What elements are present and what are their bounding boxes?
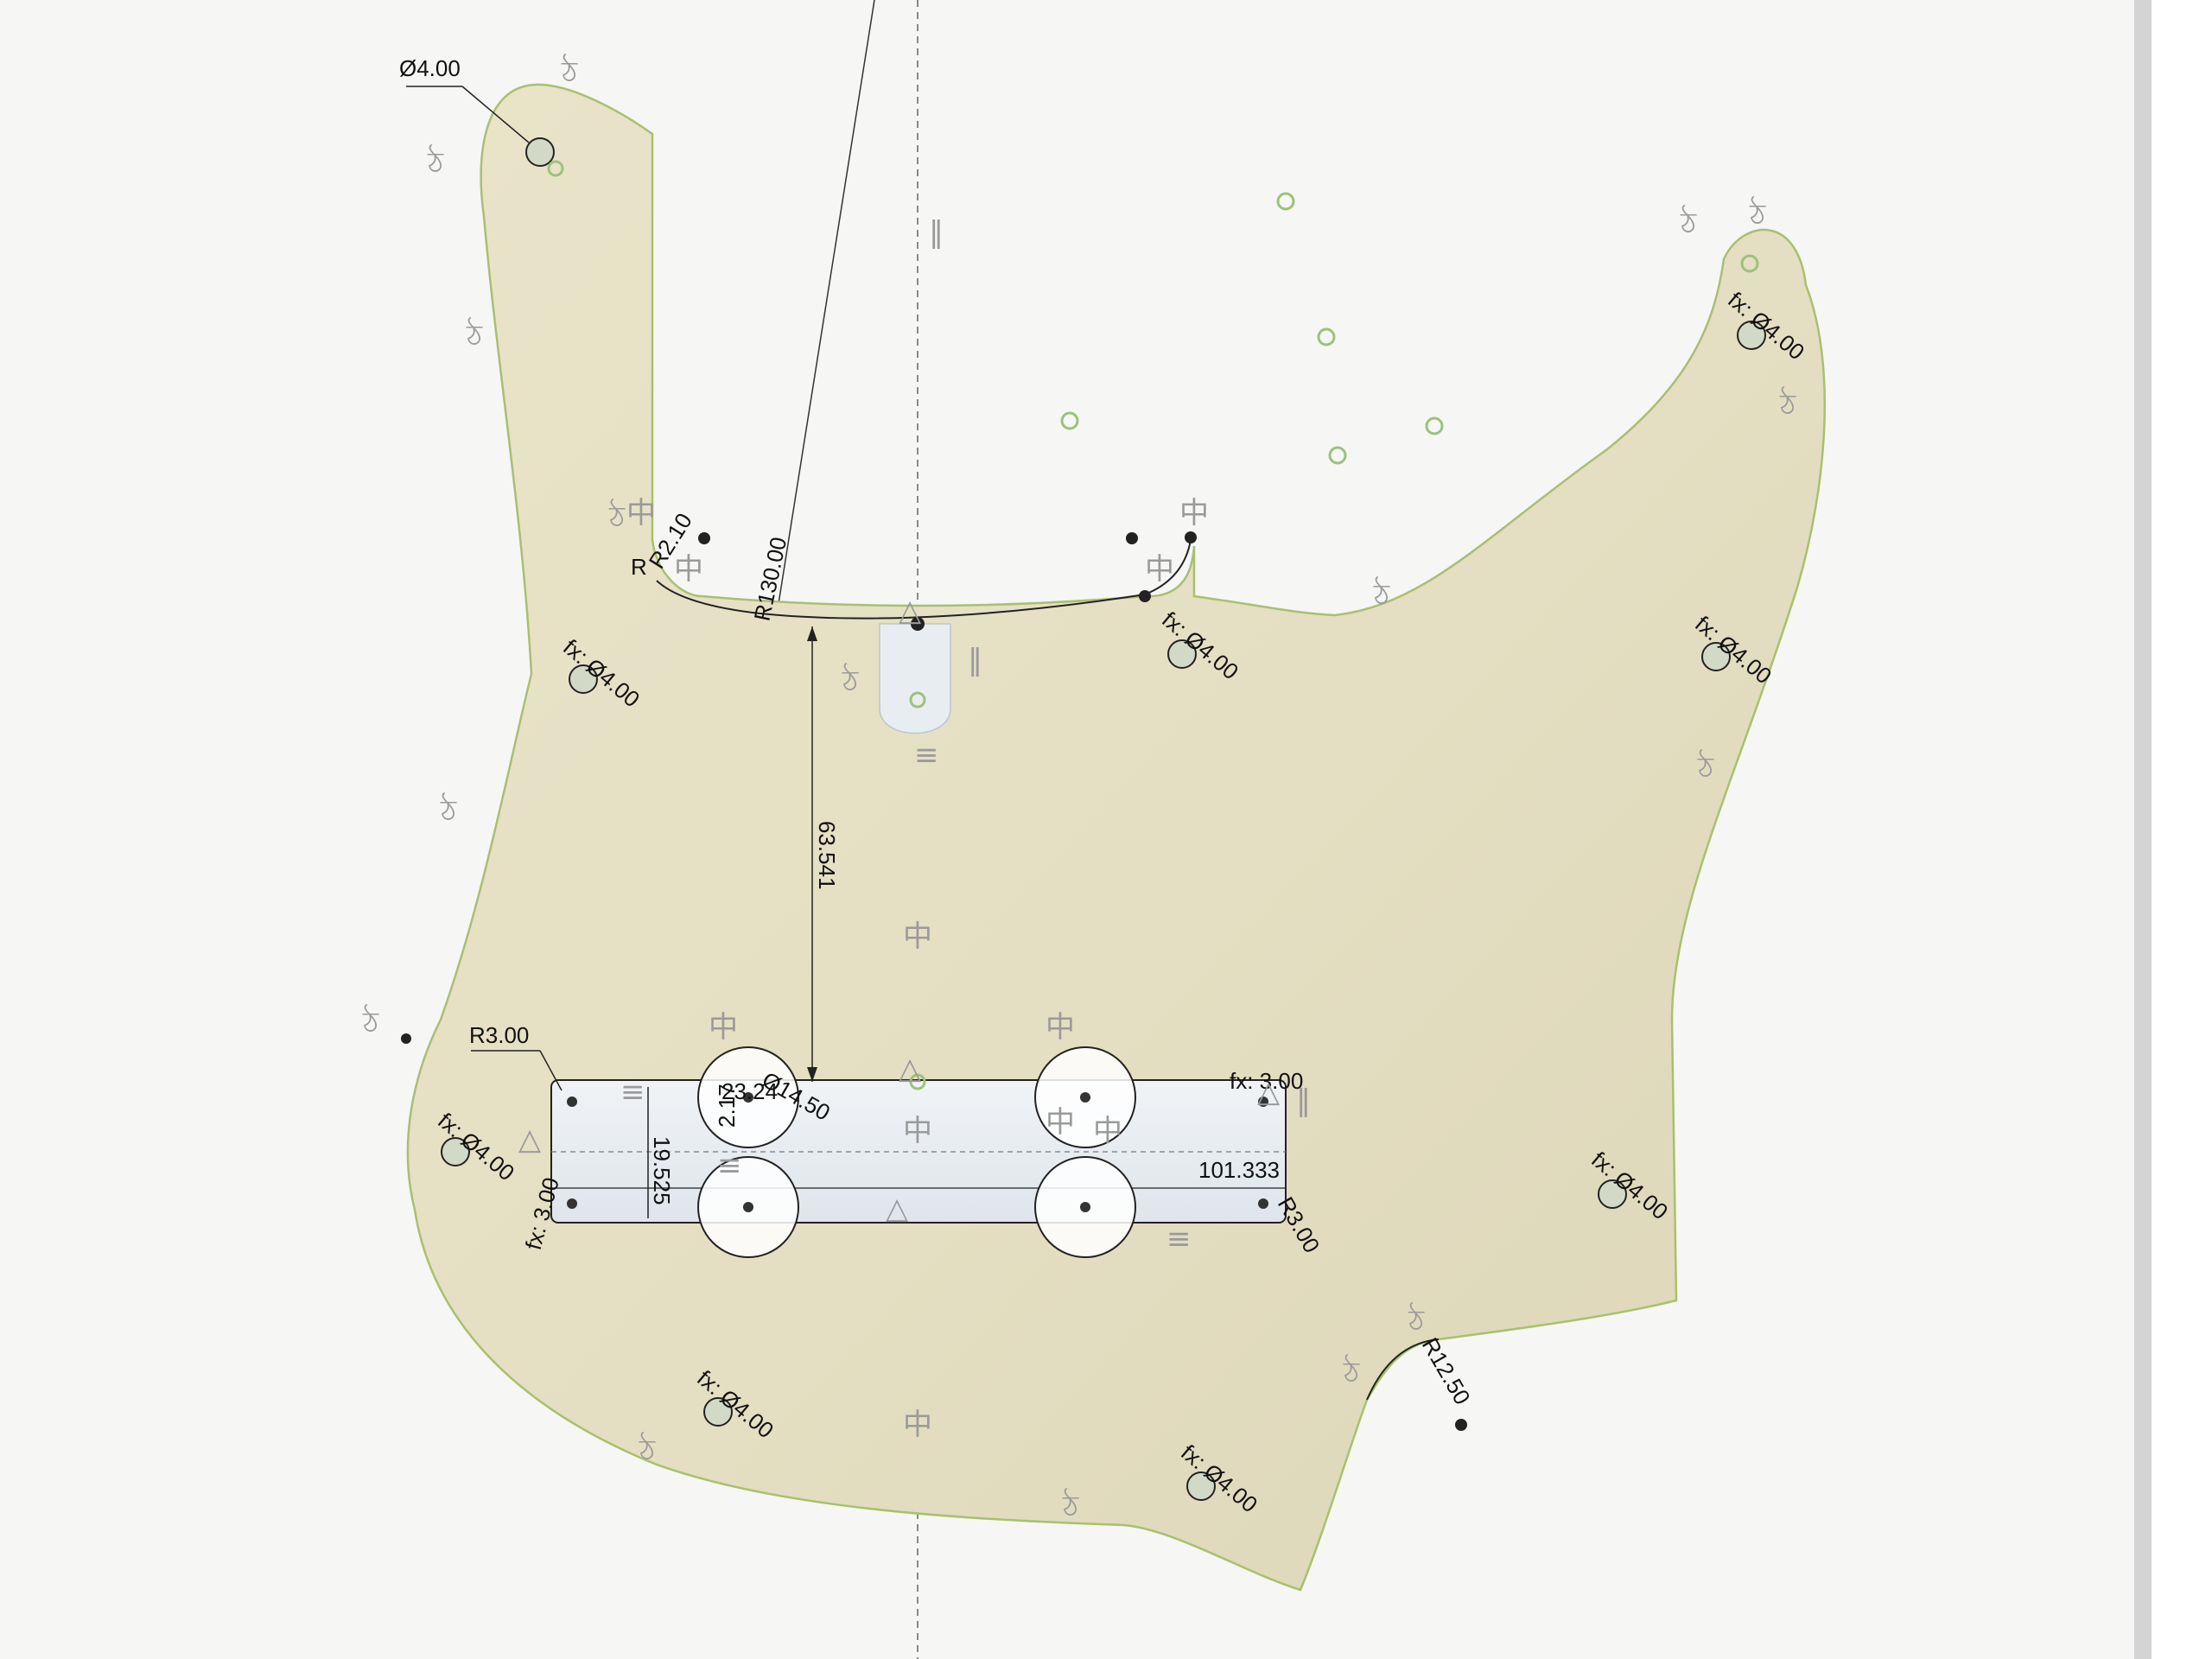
dim-vertical-span[interactable]: 63.541 [814, 821, 840, 890]
midpoint-constraint-icon[interactable]: 中 [1179, 496, 1209, 531]
page-margin [2152, 0, 2212, 1659]
sketch-points [401, 531, 1467, 1431]
parallel-constraint-icon[interactable]: ‖ [1296, 1084, 1311, 1118]
equal-constraint-icon[interactable]: △ [518, 1122, 542, 1157]
slot-corner-point-1 [567, 1096, 577, 1107]
dim-r-prefix[interactable]: R [631, 554, 647, 580]
dim-corner-tl[interactable]: R3.00 [469, 1022, 529, 1048]
midpoint-constraint-icon[interactable]: 中 [1145, 552, 1174, 587]
hole-3[interactable] [1167, 639, 1197, 669]
midpoint-constraint-icon[interactable]: 中 [709, 1010, 738, 1045]
page-edge-shadow [2134, 0, 2152, 1659]
pole-center-4 [1080, 1202, 1090, 1212]
slot-corner-point-3 [1258, 1096, 1268, 1107]
equal-constraint-icon[interactable]: △ [899, 1052, 922, 1086]
radius-leader-line [777, 0, 875, 610]
dim-arrow-bottom [807, 1067, 817, 1082]
hole-4[interactable] [1737, 321, 1766, 350]
constraint-glyphs: ঠ ঠ ঠ ঠ ঠ ঠ ঠ ঠ ঠ ঠ ঠ ঠ ঠ ঠ ঠ ঠ 中 中 中 中 … [362, 54, 1796, 1524]
tangent-constraint-icon[interactable]: ঠ [561, 54, 578, 90]
slot-corner-point-2 [567, 1198, 577, 1209]
dim-hole-top[interactable]: Ø4.00 [399, 55, 461, 81]
tangent-constraint-icon[interactable]: ঠ [362, 1004, 379, 1040]
hole-9[interactable] [1186, 1471, 1216, 1501]
dim-bottom-radius[interactable]: R12.50 [1417, 1333, 1476, 1409]
neck-notch[interactable] [879, 623, 951, 734]
mounting-holes [441, 137, 1766, 1501]
dim-pole-offset[interactable]: 23.24 [721, 1078, 778, 1104]
dim-arrow-top [807, 626, 817, 641]
slot-corner-point-4 [1258, 1198, 1268, 1209]
pole-center-1 [743, 1092, 753, 1103]
tangent-constraint-icon[interactable]: ঠ [1373, 576, 1390, 613]
horizontal-constraint-icon[interactable]: ≡ [1166, 1222, 1192, 1256]
tangent-constraint-icon[interactable]: ঠ [639, 1432, 656, 1468]
dim-slot-width[interactable]: 101.333 [1198, 1157, 1280, 1183]
tangent-constraint-icon[interactable]: ঠ [427, 144, 444, 181]
tangent-constraint-icon[interactable]: ঠ [842, 663, 859, 699]
equal-constraint-icon[interactable]: △ [1257, 1075, 1281, 1109]
equal-constraint-icon[interactable]: △ [899, 594, 922, 628]
tangent-constraint-icon[interactable]: ঠ [1749, 196, 1766, 232]
pickguard-plate[interactable] [406, 83, 1826, 1592]
construction-points [547, 160, 1759, 1090]
tangent-constraint-icon[interactable]: ঠ [608, 499, 626, 535]
dim-slot-height[interactable]: 19.525 [649, 1136, 675, 1205]
horizontal-constraint-icon[interactable]: ≡ [914, 738, 939, 772]
tangent-constraint-icon[interactable]: ঠ [1697, 749, 1714, 785]
parallel-constraint-icon[interactable]: ‖ [968, 643, 982, 677]
dim-pole-small[interactable]: 2.17 [714, 1084, 740, 1128]
tangent-constraint-icon[interactable]: ঠ [1408, 1302, 1425, 1338]
r12-arc [1366, 1338, 1440, 1401]
hole-2[interactable] [569, 664, 598, 694]
midpoint-constraint-icon[interactable]: 中 [903, 919, 932, 954]
midpoint-constraint-icon[interactable]: 中 [1046, 1105, 1075, 1140]
tangent-constraint-icon[interactable]: ঠ [1680, 205, 1697, 241]
dim-corner-tr[interactable]: fx: 3.00 [1230, 1068, 1303, 1094]
pole-center-3 [1080, 1092, 1090, 1103]
tangent-constraint-icon[interactable]: ঠ [1062, 1488, 1079, 1524]
midpoint-constraint-icon[interactable]: 中 [903, 1114, 932, 1148]
parallel-constraint-icon[interactable]: ‖ [929, 215, 944, 250]
hole-8[interactable] [703, 1397, 733, 1427]
midpoint-constraint-icon[interactable]: 中 [1093, 1114, 1122, 1148]
pole-center-2 [743, 1202, 753, 1212]
midpoint-constraint-icon[interactable]: 中 [903, 1408, 932, 1442]
midpoint-constraint-icon[interactable]: 中 [674, 552, 703, 587]
equal-constraint-icon[interactable]: △ [886, 1192, 909, 1226]
midpoint-constraint-icon[interactable]: 中 [626, 496, 656, 531]
midpoint-constraint-icon[interactable]: 中 [1046, 1010, 1075, 1045]
horizontal-constraint-icon[interactable]: ≡ [620, 1075, 645, 1109]
hole-6[interactable] [441, 1137, 470, 1166]
horizontal-constraint-icon[interactable]: ≡ [717, 1148, 742, 1183]
hole-1[interactable] [525, 137, 555, 167]
tangent-constraint-icon[interactable]: ঠ [466, 317, 483, 353]
hole-5[interactable] [1701, 642, 1731, 671]
tangent-constraint-icon[interactable]: ঠ [1779, 386, 1796, 423]
tangent-constraint-icon[interactable]: ঠ [440, 792, 457, 829]
r3-leader-2 [539, 1050, 563, 1091]
hole-7[interactable] [1598, 1179, 1627, 1209]
tangent-constraint-icon[interactable]: ঠ [1343, 1354, 1360, 1390]
top-hole-leader-2 [461, 86, 530, 143]
